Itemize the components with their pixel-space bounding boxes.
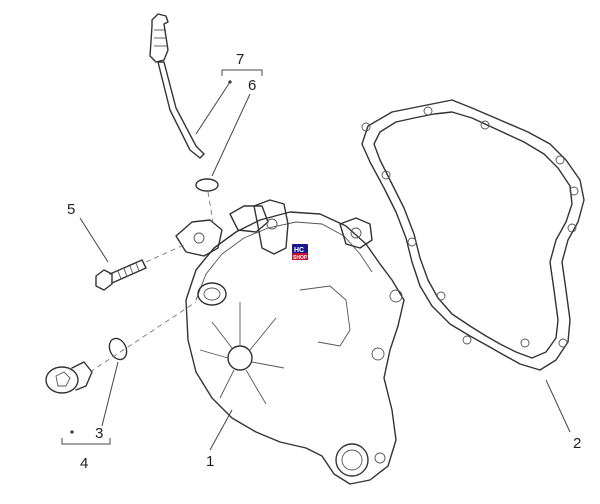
bracket-4 bbox=[61, 438, 111, 445]
logo-line1: HC bbox=[294, 247, 304, 254]
flywheel-cover bbox=[175, 199, 405, 485]
callout-6: 6 bbox=[248, 77, 256, 94]
o-ring-3 bbox=[108, 337, 128, 361]
callout-2: 2 bbox=[573, 435, 581, 452]
dot-7 bbox=[228, 80, 232, 84]
dot-4 bbox=[70, 430, 74, 434]
bolt bbox=[95, 259, 147, 291]
hc-shop-logo: HC SHOP bbox=[292, 244, 308, 261]
leader-6 bbox=[211, 93, 251, 177]
dipstick bbox=[149, 13, 205, 159]
callout-1: 1 bbox=[206, 453, 214, 470]
bracket-7 bbox=[221, 69, 263, 76]
logo-line2: SHOP bbox=[293, 255, 308, 261]
leader-7 bbox=[195, 81, 231, 135]
callout-3: 3 bbox=[95, 425, 103, 442]
leader-5 bbox=[79, 217, 109, 263]
drain-plug bbox=[45, 361, 93, 394]
leader-3 bbox=[101, 361, 119, 427]
leader-1 bbox=[209, 409, 233, 451]
gasket bbox=[361, 99, 585, 371]
callout-7: 7 bbox=[236, 51, 244, 68]
o-ring-6 bbox=[195, 178, 219, 192]
callout-5: 5 bbox=[67, 201, 75, 218]
callout-4: 4 bbox=[80, 455, 88, 472]
leader-2 bbox=[545, 379, 571, 433]
